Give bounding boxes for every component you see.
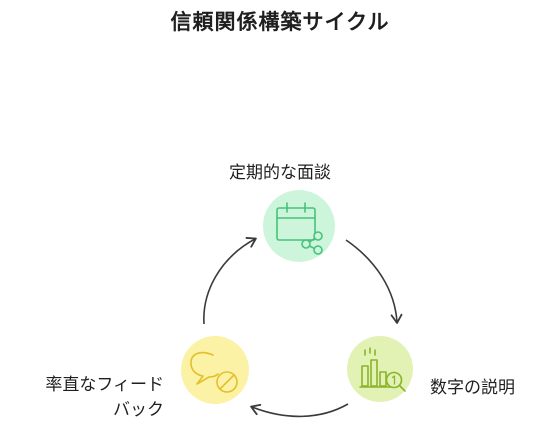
node-meeting: [263, 190, 335, 262]
bar-chart-search-icon: [359, 347, 406, 392]
arrow-numbers-to-feedback: [250, 403, 349, 418]
node-label-numbers: 数字の説明: [430, 378, 515, 398]
node-feedback: [181, 336, 249, 404]
calendar-share-icon: [276, 202, 323, 255]
node-numbers: [347, 336, 413, 402]
arrow-meeting-to-numbers: [345, 239, 403, 324]
node-label-feedback-line-2: バック: [113, 400, 164, 420]
diagram-title: 信頼関係構築サイクル: [170, 10, 390, 34]
node-label-feedback-line-1: 率直なフィード: [45, 375, 164, 395]
node-label-meeting: 定期的な面談: [229, 163, 331, 183]
speech-bubble-no-icon: [190, 351, 238, 393]
node-label-feedback: 率直なフィード バック: [45, 373, 164, 423]
arrow-feedback-to-meeting: [203, 237, 257, 325]
